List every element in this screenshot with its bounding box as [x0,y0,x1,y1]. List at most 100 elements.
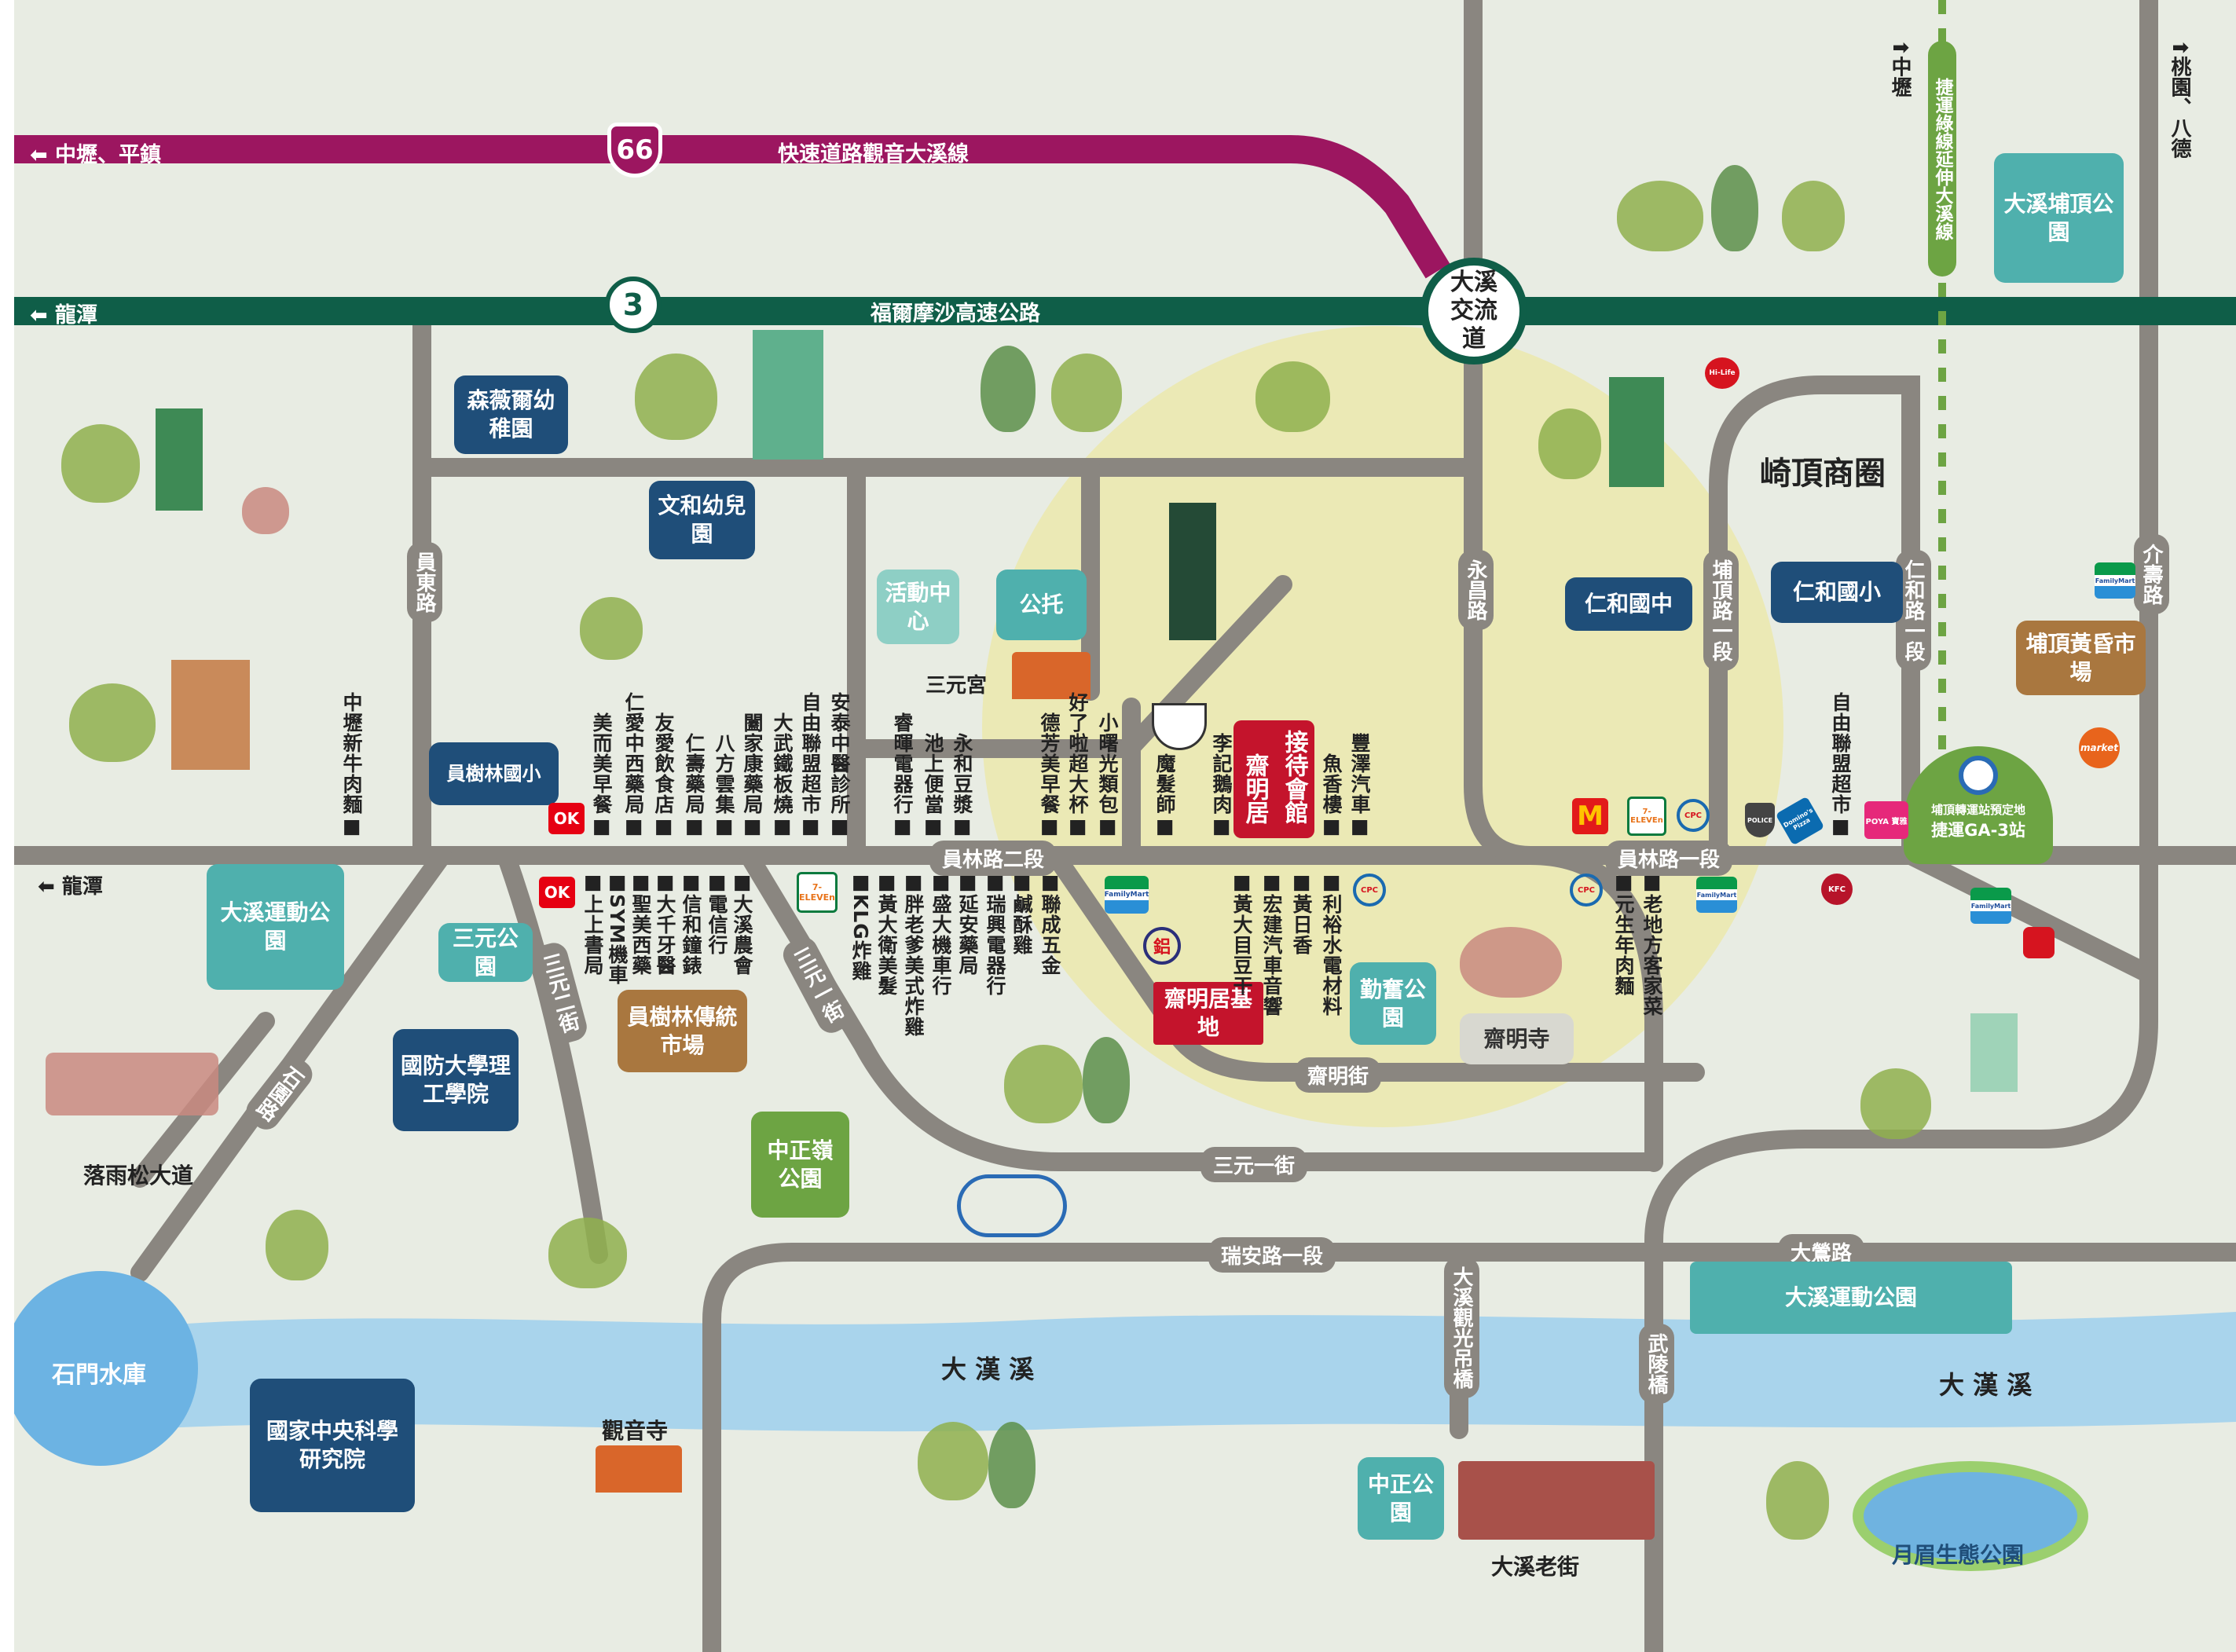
poi-sanyuan-park[interactable]: 三元公園 [438,923,533,982]
route-3-shield: 3 [605,277,662,333]
tree-icon [548,1218,627,1288]
building-icon [1169,503,1216,640]
cpc-gas-station-logo: CPC [1353,874,1386,907]
mrt-station-name: 捷運GA-3站 [1931,821,2025,840]
tree-icon [266,1210,328,1280]
poi-qinfen-park[interactable]: 勤奮公園 [1350,962,1436,1045]
poi-project-site[interactable]: 齋明居基地 [1153,982,1263,1045]
bridge-label: 大溪觀光吊橋 [1444,1257,1479,1398]
tree-icon [918,1422,988,1500]
police-logo: POLICE [1745,803,1775,837]
direction-label: 中壢 [1888,56,1912,97]
poi-ndu-engineering[interactable]: 國防大學理工學院 [393,1029,519,1131]
seven-eleven-logo: 7-ELEVEn [1627,797,1666,836]
store-label: 利裕水電材料 [1319,870,1343,1016]
reservoir [14,1271,198,1466]
store-label: 黃大衛美髮 [874,870,898,996]
store-label: 自由聯盟超市 [1828,692,1852,838]
building-icon [156,408,203,511]
tree-icon [1538,408,1601,479]
store-label: 李記鵝肉 [1209,733,1233,838]
building-icon [753,330,823,460]
tree-icon [61,424,140,503]
local-roads [14,0,2236,1652]
store-label: 小曙光類包 [1095,712,1119,838]
poi-activity-center[interactable]: 活動中心 [877,570,959,644]
store-label: 信和鐘錶 [679,870,702,976]
poi-cypress-avenue[interactable]: 落雨松大道 [83,1163,194,1189]
store-label: 聯成五金 [1038,870,1061,976]
familymart-logo: FamilyMart [1696,877,1737,913]
zhaimingju-label: 齋明居 [1241,753,1269,824]
building-icon [1970,1013,2018,1092]
poi-zhongzheng-park[interactable]: 中正公園 [1358,1457,1444,1540]
poi-shimen-reservoir[interactable]: 石門水庫 [52,1361,146,1389]
temple-icon [1012,652,1091,699]
poi-traditional-market[interactable]: 員樹林傳統市場 [618,990,747,1072]
mcdonalds-logo: M [1572,798,1608,834]
store-label: 盛大機車行 [929,870,952,996]
poi-daycare[interactable]: 公托 [996,570,1087,640]
store-label: 聖美西藥 [629,870,652,976]
cypress-trees-icon [46,1053,218,1115]
poi-zhaiming-temple[interactable]: 齋明寺 [1460,1013,1574,1064]
poi-sanyuan-temple[interactable]: 三元宮 [926,674,988,698]
store-label: 宏建汽車音響 [1259,870,1283,1016]
reception-label: 接待會館 [1280,730,1308,824]
store-label: 魔髮師 [1153,753,1176,838]
store-label: 電信行 [705,870,728,955]
store-logo-icon [2023,927,2055,958]
direction-label: 桃園、八德 [2168,56,2191,159]
poi-puding-evening-market[interactable]: 埔頂黃昏市場 [2016,621,2146,695]
store-label: 仁愛中西藥局 [621,692,645,838]
poi-zhongzhengling-park[interactable]: 中正嶺公園 [751,1112,849,1218]
familymart-logo: FamilyMart [2095,562,2135,599]
cherry-tree-icon [1460,927,1562,998]
store-label: 八方雲集 [712,733,735,838]
poi-renhe-junior-high[interactable]: 仁和國中 [1565,577,1692,631]
ok-mart-logo: OK [539,877,575,908]
poi-daxi-sports-park-right[interactable]: 大溪運動公園 [1690,1262,2012,1334]
tree-icon [580,597,643,660]
tree-icon [981,346,1036,432]
store-label: KLG炸雞 [849,870,872,981]
poi-daxi-sports-park[interactable]: 大溪運動公園 [207,864,344,990]
poi-guanyin-temple[interactable]: 觀音寺 [602,1418,669,1444]
road-label-yongchang: 永昌路 [1458,550,1494,630]
mrt-logo-icon [1959,756,1998,795]
mrt-station-badge[interactable]: 埔頂轉運站預定地 捷運GA-3站 [1904,746,2053,864]
road-label-puding: 埔頂路一段 [1703,550,1739,671]
road-label-sanyuan1: 三元一街 [1200,1147,1308,1182]
poi-puding-park[interactable]: 大溪埔頂公園 [1994,153,2124,283]
poi-renhe-elementary[interactable]: 仁和國小 [1771,562,1903,623]
store-label: 瑞興電器行 [983,870,1006,996]
store-label: 鹹酥雞 [1010,870,1033,955]
poi-wenhe-kindergarten[interactable]: 文和幼兒園 [649,481,755,559]
building-icon [1609,377,1664,487]
store-label: 大千牙醫 [653,870,676,976]
poi-yuanshulin-elementary[interactable]: 員樹林國小 [429,742,559,805]
tree-icon [69,683,156,762]
store-label: 仁壽藥局 [682,733,706,838]
store-label: 中壢新牛肉麵 [339,692,363,838]
aluminum-shop-logo: 鋁 [1143,927,1181,965]
store-label: 德芳美早餐 [1037,712,1061,838]
store-label: 大溪農會 [730,870,753,976]
poi-reception-center[interactable]: 接待會館 齋明居 [1233,720,1314,838]
temple-icon [596,1445,682,1493]
poi-daxi-old-street[interactable]: 大溪老街 [1491,1554,1580,1580]
store-label: 魚香樓 [1319,753,1343,838]
expressway-direction-label: 中壢、平鎮 [55,143,162,167]
store-label: 友愛飲食店 [651,712,675,838]
familymart-logo: FamilyMart [1970,888,2011,924]
old-street-building-icon [1458,1461,1655,1540]
poi-ncsist[interactable]: 國家中央科學研究院 [250,1379,415,1512]
tree-icon [242,487,289,534]
store-label: 池上便當 [921,733,944,838]
kfc-logo: KFC [1821,874,1853,905]
poi-yuemei-eco-park[interactable]: 月眉生態公園 [1892,1542,2025,1568]
store-label: 延安藥局 [955,870,979,976]
direction-west: ⬅ 龍潭 [38,875,103,899]
poi-senweier-kindergarten[interactable]: 森薇爾幼稚園 [454,375,568,454]
freeway-name: 福爾摩沙高速公路 [871,302,1040,326]
